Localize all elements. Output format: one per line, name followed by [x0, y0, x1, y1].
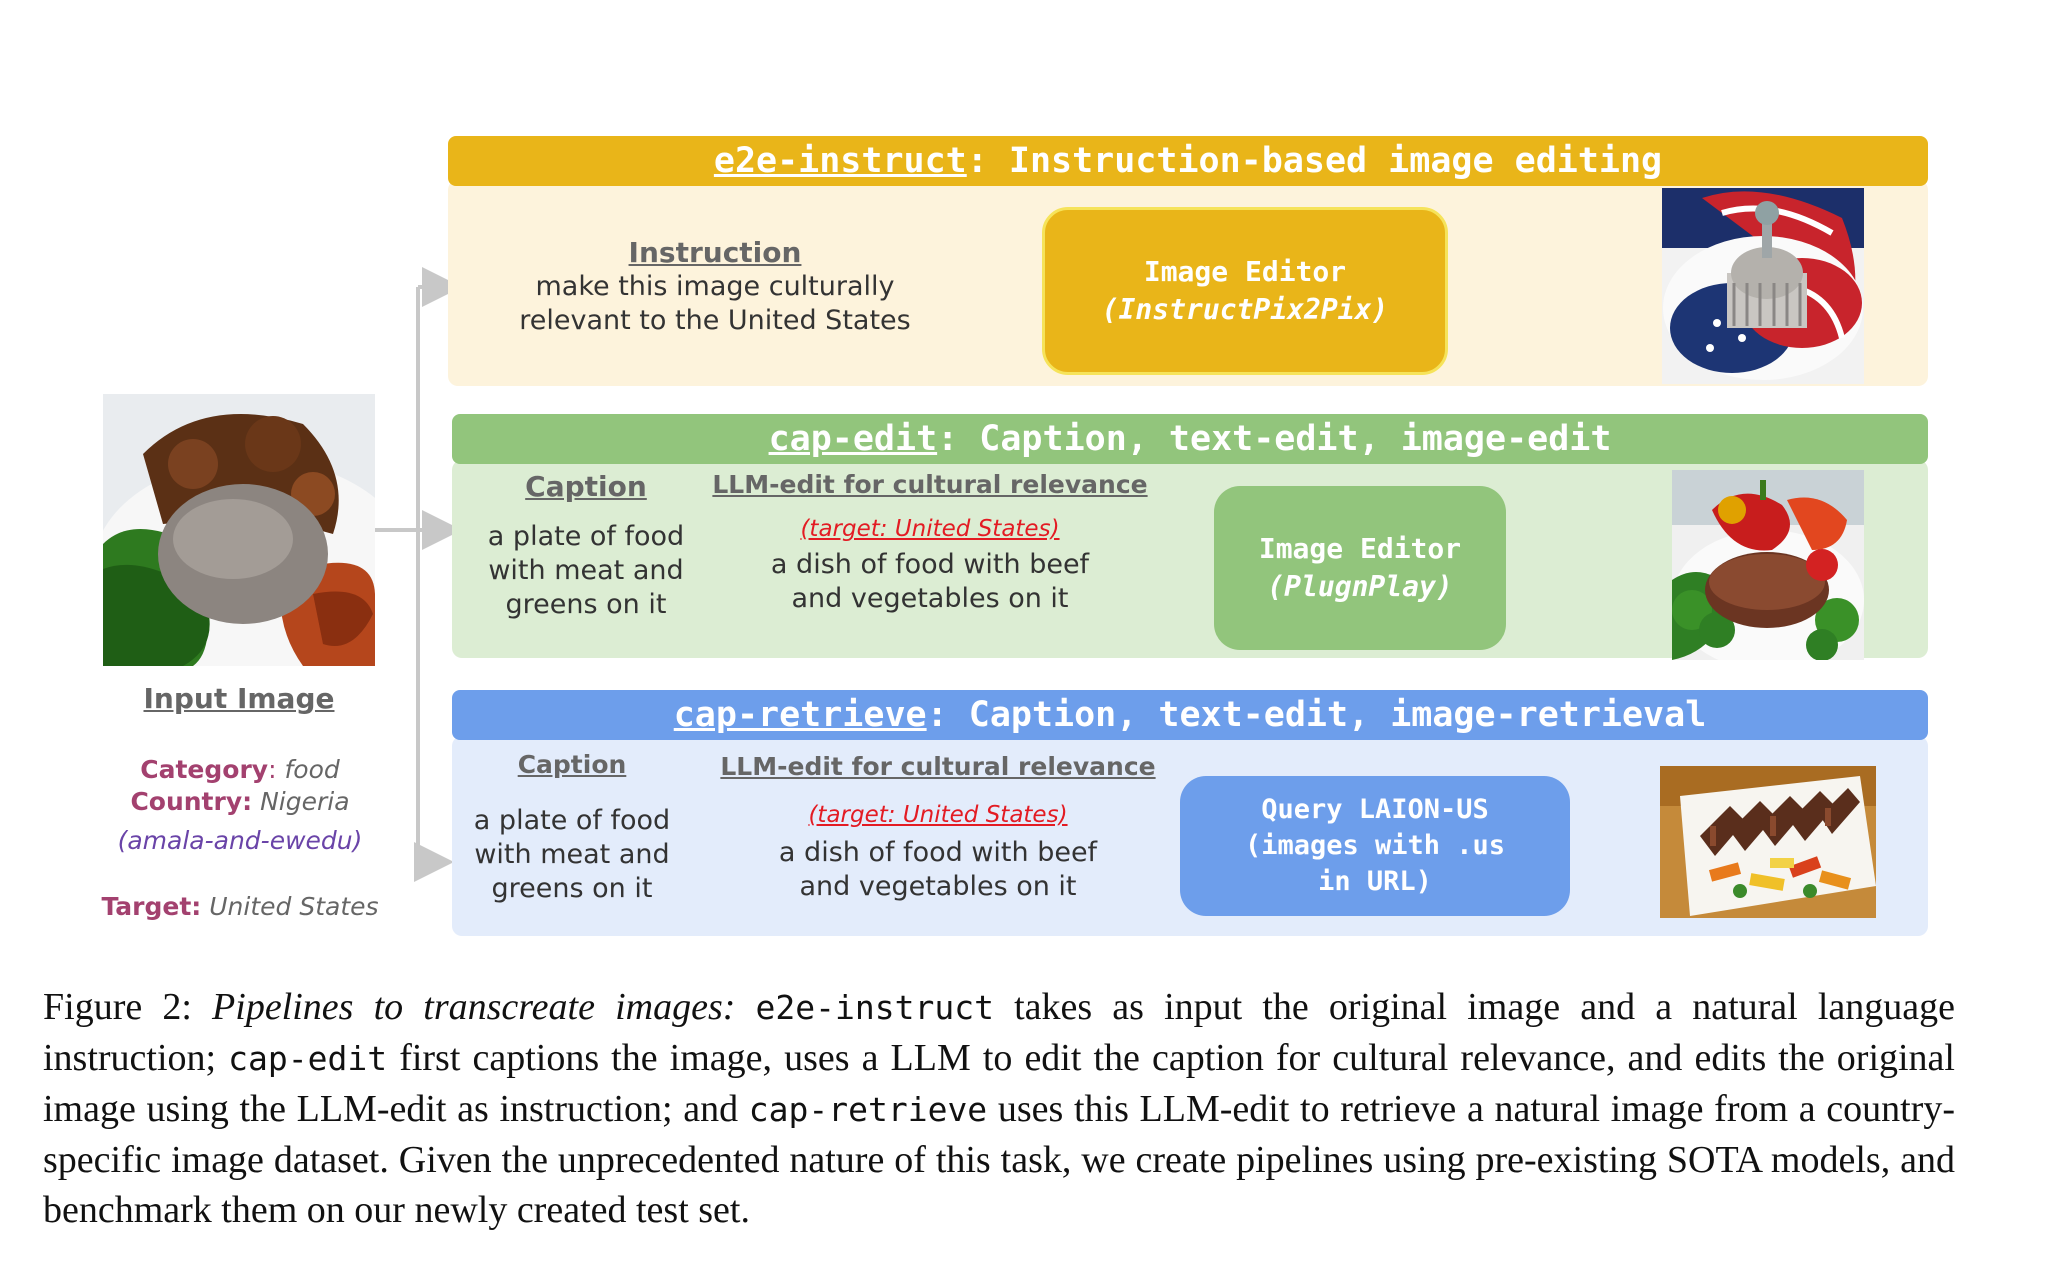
- capedit-image-editor: Image Editor (PlugnPlay): [1214, 486, 1506, 650]
- caption-seg-1: takes as input the original image and a …: [43, 986, 1955, 1079]
- capedit-caption-line-3: greens on it: [505, 589, 667, 620]
- e2e-editor-line-1: Image Editor: [1143, 255, 1347, 288]
- caption-title: Pipelines to transcreate images:: [212, 986, 736, 1028]
- input-image: [103, 394, 375, 666]
- capedit-llm-title: LLM-edit for cultural relevance: [712, 470, 1148, 499]
- query-line-1: Query LAION-US: [1261, 794, 1489, 825]
- capret-caption: Caption a plate of food with meat and gr…: [462, 748, 682, 906]
- e2e-instruction: Instruction make this image culturally r…: [480, 236, 950, 338]
- capret-llm-edit: LLM-edit for cultural relevance (target:…: [718, 750, 1158, 904]
- capret-caption-line-3: greens on it: [491, 873, 653, 904]
- capedit-llm-edit: LLM-edit for cultural relevance (target:…: [710, 468, 1150, 616]
- caption-term-capedit: cap-edit: [228, 1039, 388, 1078]
- capret-header-name: cap-retrieve: [673, 695, 927, 735]
- e2e-header-name: e2e-instruct: [713, 141, 967, 181]
- target-label: Target:: [101, 892, 202, 921]
- caption-label: Figure 2:: [43, 986, 192, 1028]
- country-line: Country: Nigeria: [60, 787, 420, 816]
- capedit-header-rest: : Caption, text-edit, image-edit: [937, 419, 1612, 459]
- capret-query-box: Query LAION-US (images with .us in URL): [1180, 776, 1570, 916]
- capret-caption-line-1: a plate of food: [473, 805, 671, 836]
- input-image-label: Input Image: [103, 682, 375, 715]
- category-line: Category: food: [140, 755, 340, 784]
- capret-header-rest: : Caption, text-edit, image-retrieval: [926, 695, 1707, 735]
- e2e-header: e2e-instruct: Instruction-based image ed…: [448, 136, 1928, 186]
- target-line: Target: United States: [60, 892, 420, 921]
- country-value: Nigeria: [260, 787, 350, 816]
- input-label-text: Input Image: [143, 682, 335, 715]
- capret-caption-line-2: with meat and: [474, 839, 670, 870]
- capedit-editor-line-2: (PlugnPlay): [1267, 570, 1453, 603]
- e2e-image-editor: Image Editor (InstructPix2Pix): [1042, 207, 1448, 375]
- capedit-editor-line-1: Image Editor: [1258, 532, 1462, 565]
- capret-llm-line-1: a dish of food with beef: [778, 837, 1098, 868]
- capedit-target: (target: United States): [800, 516, 1060, 542]
- capret-caption-title: Caption: [517, 750, 627, 779]
- capedit-llm-line-1: a dish of food with beef: [770, 549, 1090, 580]
- category-label: Category: [140, 755, 269, 784]
- category-value: food: [284, 755, 340, 784]
- caption-term-e2e: e2e-instruct: [755, 988, 994, 1027]
- instruction-title: Instruction: [628, 236, 802, 269]
- instruction-line-1: make this image culturally: [535, 271, 895, 302]
- instruction-line-2: relevant to the United States: [519, 305, 911, 336]
- capedit-header-name: cap-edit: [768, 419, 938, 459]
- caption-seg-3: uses this LLM-edit to retrieve a natural…: [43, 1088, 1955, 1231]
- e2e-output-image: [1662, 188, 1864, 384]
- caption-seg-2: first captions the image, uses a LLM to …: [43, 1037, 1955, 1130]
- capret-llm-title: LLM-edit for cultural relevance: [720, 752, 1156, 781]
- e2e-editor-line-2: (InstructPix2Pix): [1101, 293, 1389, 326]
- capedit-output-image: [1672, 470, 1864, 660]
- query-line-3: in URL): [1318, 866, 1432, 897]
- capedit-caption-line-2: with meat and: [488, 555, 684, 586]
- capret-llm-line-2: and vegetables on it: [799, 871, 1077, 902]
- e2e-header-rest: : Instruction-based image editing: [966, 141, 1663, 181]
- capedit-llm-line-2: and vegetables on it: [791, 583, 1069, 614]
- capedit-caption-line-1: a plate of food: [487, 521, 685, 552]
- capedit-caption: Caption a plate of food with meat and gr…: [476, 470, 696, 622]
- capret-output-image: [1660, 766, 1876, 918]
- caption-term-capret: cap-retrieve: [748, 1090, 988, 1129]
- target-value: United States: [209, 892, 379, 921]
- query-line-2: (images with .us: [1244, 830, 1506, 861]
- capedit-caption-title: Caption: [525, 470, 647, 503]
- capret-header: cap-retrieve: Caption, text-edit, image-…: [452, 690, 1928, 740]
- figure-caption: Figure 2: Pipelines to transcreate image…: [43, 982, 1955, 1235]
- capret-target: (target: United States): [808, 802, 1068, 828]
- capedit-header: cap-edit: Caption, text-edit, image-edit: [452, 414, 1928, 464]
- country-label: Country:: [130, 787, 253, 816]
- dish-text: (amala-and-ewedu): [117, 826, 363, 855]
- dish-name: (amala-and-ewedu): [60, 826, 420, 855]
